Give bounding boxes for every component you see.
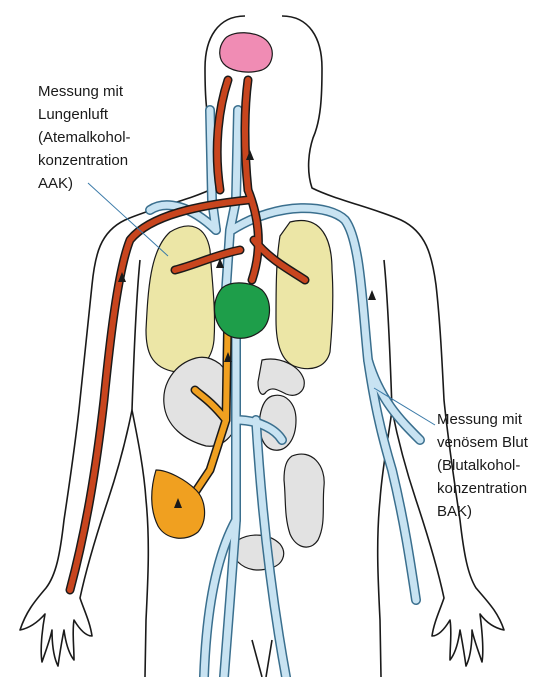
label-line: Messung mit	[437, 408, 528, 431]
brain-icon	[220, 33, 273, 72]
bladder-icon	[234, 535, 284, 570]
right-lung-icon	[276, 221, 333, 369]
label-venous-blood-measurement: Messung mit venösem Blut (Blutalkohol- k…	[437, 408, 528, 523]
label-line: Messung mit	[38, 80, 131, 103]
label-line: konzentration	[437, 477, 528, 500]
label-line: BAK)	[437, 500, 528, 523]
left-lung-icon	[146, 226, 215, 372]
heart-icon	[215, 283, 270, 338]
label-lung-air-measurement: Messung mit Lungenluft (Atemalkohol- kon…	[38, 80, 131, 195]
intestine-icon	[284, 454, 324, 547]
label-line: (Atemalkohol-	[38, 126, 131, 149]
label-line: venösem Blut	[437, 431, 528, 454]
label-line: konzentration	[38, 149, 131, 172]
abdominal-organs	[164, 357, 324, 570]
label-line: Lungenluft	[38, 103, 131, 126]
label-line: (Blutalkohol-	[437, 454, 528, 477]
label-line: AAK)	[38, 172, 131, 195]
